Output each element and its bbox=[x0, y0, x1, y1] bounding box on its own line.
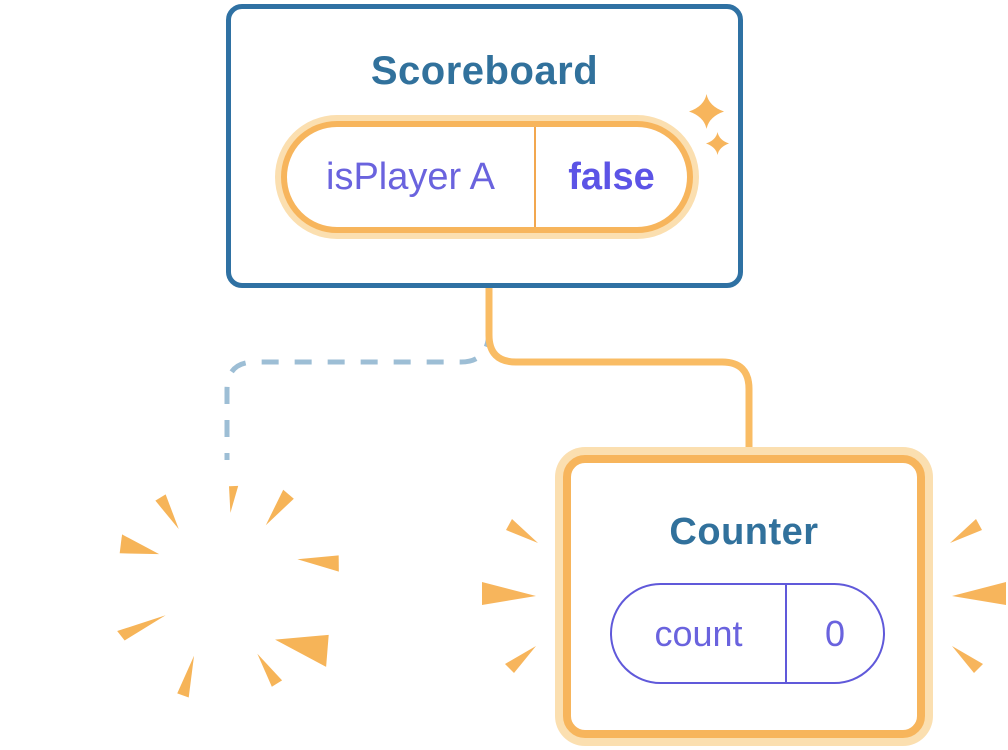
state-label: count bbox=[654, 612, 743, 654]
scoreboard-title: Scoreboard bbox=[370, 49, 599, 93]
emphasis-rays-right-icon bbox=[950, 519, 1006, 673]
connector-dashed-icon bbox=[224, 329, 492, 460]
counter-card: Counter count 0 bbox=[563, 455, 925, 738]
destroyed-counter-card bbox=[95, 455, 365, 725]
emphasis-rays-left-icon bbox=[482, 519, 538, 673]
connector-solid-icon bbox=[485, 288, 753, 450]
state-label: isPlayer A bbox=[326, 155, 495, 198]
state-value: false bbox=[534, 127, 687, 227]
scoreboard-state-pill: isPlayer A false bbox=[281, 121, 693, 233]
counter-title: Counter bbox=[669, 511, 819, 553]
scoreboard-card: Scoreboard isPlayer A false bbox=[226, 4, 743, 288]
state-value: 0 bbox=[785, 585, 883, 682]
counter-state-pill: count 0 bbox=[610, 583, 885, 684]
burst-icon bbox=[117, 485, 339, 698]
